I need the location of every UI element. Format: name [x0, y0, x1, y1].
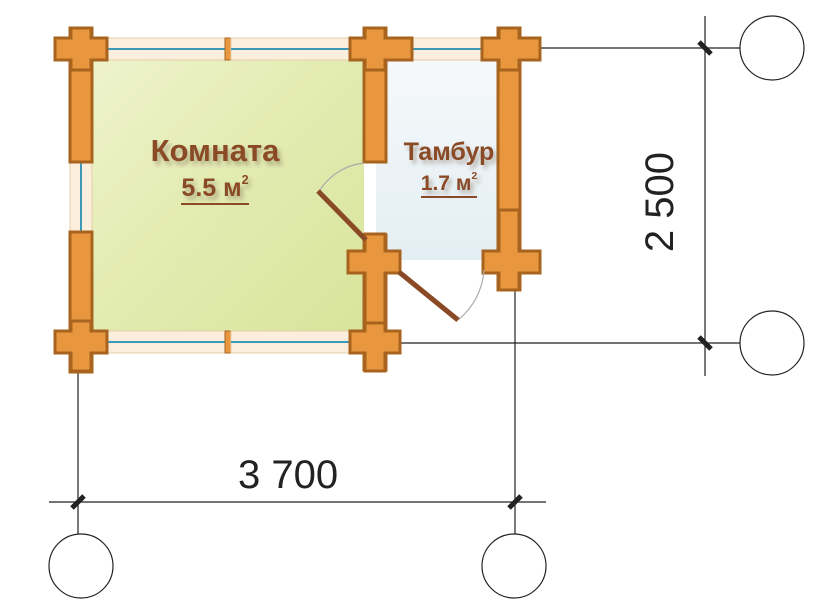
axis-marker-top-right [739, 15, 805, 81]
room-area-unit-sup: 2 [241, 173, 249, 187]
windows [69, 37, 483, 354]
room-area-value: 1.7 м [420, 172, 472, 195]
room-floor-komnata [92, 60, 364, 335]
room-name: Тамбур [403, 138, 495, 166]
door-leaf-komnata [316, 189, 368, 242]
room-floor-tambur [376, 60, 498, 260]
room-area-value: 5.5 м [181, 174, 242, 202]
axis-markers [48, 15, 805, 599]
dimension-height-label: 2 500 [638, 151, 682, 253]
axis-marker-bottom-right [739, 310, 805, 376]
dimension-lines [49, 16, 745, 535]
door-leaf-entrance [397, 270, 460, 322]
room-name: Комната [150, 133, 280, 168]
log-corner-joints [53, 26, 542, 373]
doors [316, 162, 485, 322]
room-label-tambur: Тамбур 1.7 м2 [384, 140, 514, 198]
dimension-ticks [70, 40, 713, 510]
room-label-komnata: Комната 5.5 м2 [120, 135, 310, 205]
room-area: 1.7 м2 [420, 170, 478, 198]
dimension-width-label: 3 700 [238, 453, 339, 497]
room-area-unit-sup: 2 [471, 170, 478, 182]
axis-marker-bottom-middle [481, 533, 547, 599]
axis-marker-bottom-left [48, 533, 114, 599]
room-area: 5.5 м2 [181, 173, 249, 205]
